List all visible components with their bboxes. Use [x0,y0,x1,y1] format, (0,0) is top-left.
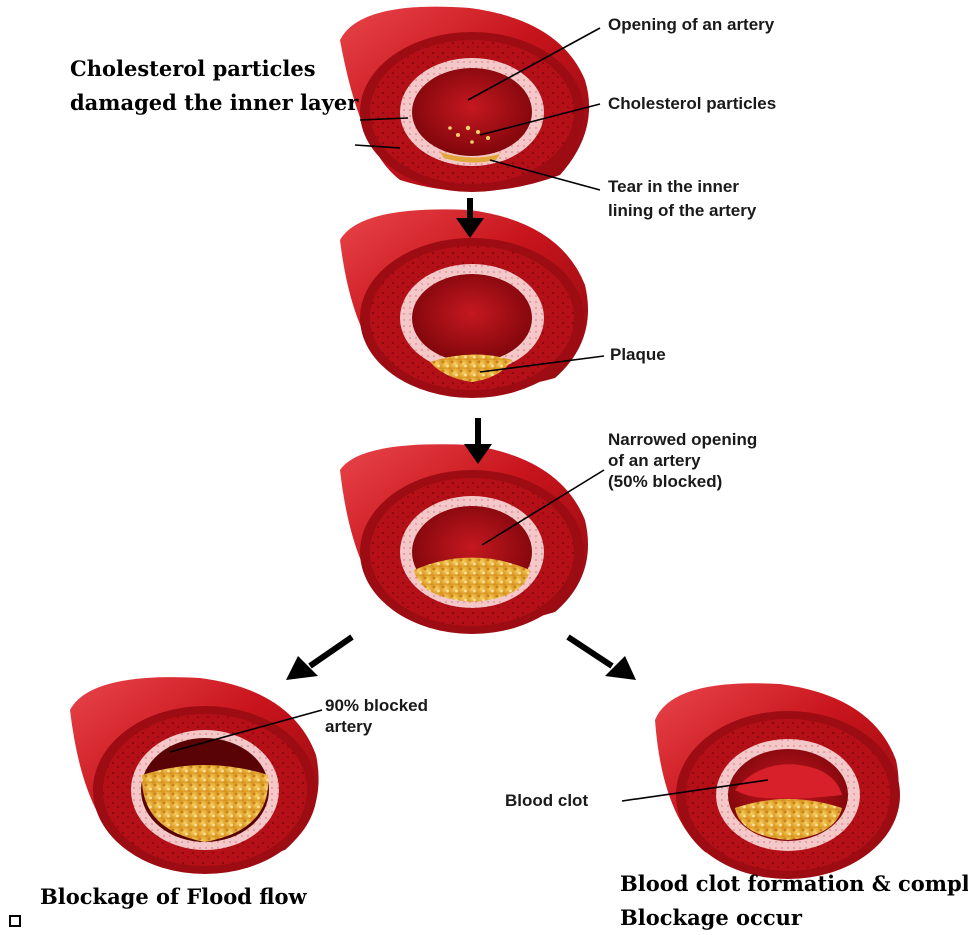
artery-step-1 [340,7,589,192]
callout-narrowed: Narrowed opening of an artery (50% block… [608,430,762,491]
artery-outcome-clot [655,683,900,879]
corner-square-marker [9,915,21,927]
arrow-down-left [286,637,352,680]
callout-cholesterol: Cholesterol particles [608,94,776,113]
outcome-2-caption: Blood clot formation & completely Blocka… [620,871,968,930]
callout-blood-clot: Blood clot [505,791,588,810]
step-1-heading-line-1: Cholesterol particles [70,56,316,81]
callout-plaque: Plaque [610,345,666,364]
step-1-heading-line-2: damaged the inner layer [70,90,359,115]
callout-opening: Opening of an artery [608,15,775,34]
artery-step-3 [340,444,588,634]
outcome-1-caption: Blockage of Flood flow [40,884,308,909]
artery-step-2 [340,209,588,398]
arrow-down-right [568,637,636,680]
step-1-heading: Cholesterol particles damaged the inner … [70,56,359,115]
callout-tear: Tear in the inner lining of the artery [608,177,757,220]
artery-outcome-90-blocked [70,677,319,874]
callout-90-blocked: 90% blocked artery [325,696,433,736]
